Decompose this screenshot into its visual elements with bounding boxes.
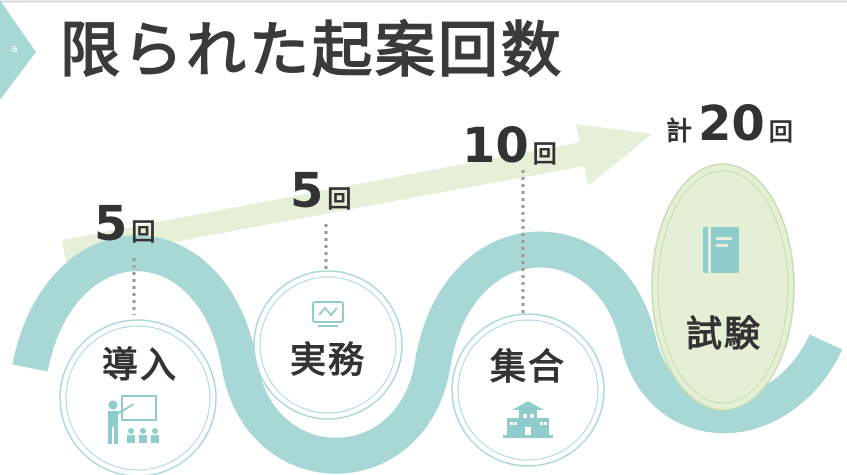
count-unit: 回 <box>768 118 793 146</box>
corner-triangle <box>0 0 36 100</box>
teacher-presentation-icon <box>108 395 159 444</box>
notebook-icon <box>703 227 739 273</box>
wave-band <box>12 231 843 474</box>
total-prefix: 計 <box>666 117 693 147</box>
phase-circle-group <box>451 313 605 467</box>
school-building-icon <box>503 401 553 438</box>
phase-ellipse-exam <box>651 163 795 411</box>
corner-letter: a <box>11 42 18 55</box>
phase-label-group: 集合 <box>490 347 567 388</box>
count-unit: 回 <box>532 140 557 168</box>
count-number: 10 <box>462 118 529 174</box>
growth-arrow <box>62 124 652 262</box>
page-title: 限られた起案回数 <box>60 16 564 86</box>
phase-label-practice: 実務 <box>290 340 367 381</box>
monitor-icon <box>312 301 344 327</box>
count-unit: 回 <box>327 185 352 213</box>
count-number: 5 <box>290 163 324 219</box>
phase-circle-intro <box>59 319 217 475</box>
phase-label-exam: 試験 <box>686 314 763 355</box>
count-number: 5 <box>94 196 128 252</box>
phase-circle-practice <box>253 270 403 420</box>
count-number: 20 <box>698 96 765 152</box>
phase-label-intro: 導入 <box>102 345 179 386</box>
count-unit: 回 <box>131 218 156 246</box>
